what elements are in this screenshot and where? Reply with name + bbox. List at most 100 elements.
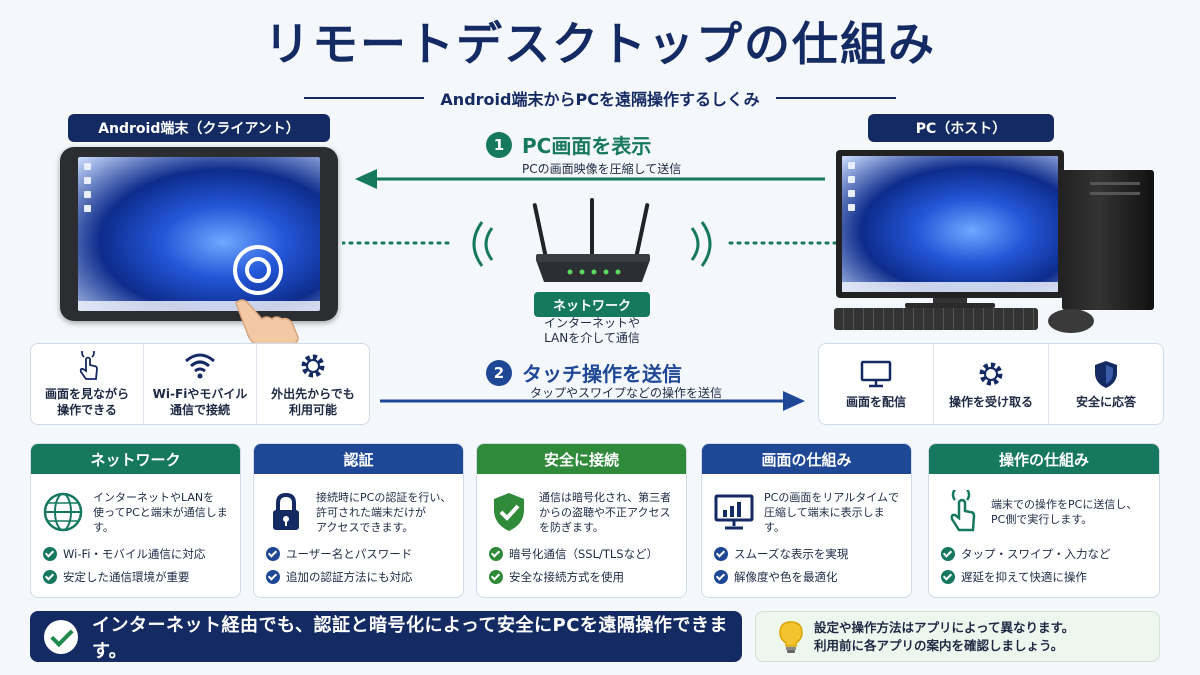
client-feature-remote-text: 外出先からでも 利用可能: [271, 386, 355, 418]
touch-icon: [79, 350, 98, 380]
card-auth-desc-line2: 許可された端末だけが: [316, 505, 426, 519]
tablet-screen: [78, 157, 320, 311]
card-auth-desc: 接続時にPCの認証を行い、 許可された端末だけが アクセスできます。: [316, 490, 451, 535]
lock-icon: [273, 492, 299, 530]
check-icon: [489, 547, 503, 561]
card-secure-title: 安全に接続: [477, 444, 686, 474]
card-screen-desc-line1: PCの画面をリアルタイムで: [764, 490, 899, 504]
network-desc-line2: LANを介して通信: [544, 331, 640, 345]
desktop-icon: [848, 204, 855, 211]
step1-title: 1 PC画面を表示: [486, 130, 651, 159]
signal-wave-left-icon: [472, 221, 494, 267]
card-screen-bullet2: 解像度や色を最適化: [734, 570, 838, 584]
network-desc-line1: インターネットや: [543, 316, 640, 330]
check-icon: [43, 570, 57, 584]
tip-text: 設定や操作方法はアプリによって異なります。 利用前に各アプリの案内を確認しましょ…: [814, 619, 1074, 655]
host-feature-secure-text: 安全に応答: [1075, 394, 1136, 409]
desktop-icon: [848, 176, 855, 183]
monitor-chart-icon: [714, 494, 754, 530]
check-icon: [714, 570, 728, 584]
drive-bay: [1090, 192, 1140, 195]
step2-number: 2: [486, 359, 512, 386]
subtitle-rule-right: [775, 97, 896, 99]
client-label: Android端末（クライアント）: [68, 114, 330, 142]
list-item: スムーズな表示を実現: [714, 546, 901, 562]
card-auth: 認証 接続時にPCの認証を行い、 許可された端末だけが アクセスできます。 ユー…: [253, 443, 464, 598]
pc-monitor: [836, 150, 1064, 298]
card-screen-body: PCの画面をリアルタイムで 圧縮して端末に表示します。: [702, 474, 911, 540]
touch-ripple-outer: [233, 245, 283, 295]
desktop-icon: [84, 205, 91, 212]
client-feature-wifi-line1: Wi-Fiやモバイル: [152, 386, 248, 401]
tip-line2: 利用前に各アプリの案内を確認しましょう。: [814, 637, 1064, 653]
card-auth-desc-line3: アクセスできます。: [316, 520, 414, 534]
gear-icon: [979, 362, 1003, 385]
card-screen-desc: PCの画面をリアルタイムで 圧縮して端末に表示します。: [764, 490, 903, 535]
card-operation-body: 端末での操作をPCに送信し、 PC側で実行します。: [929, 474, 1159, 540]
list-item: Wi-Fi・モバイル通信に対応: [43, 546, 230, 562]
client-feature-wifi-text: Wi-Fiやモバイル 通信で接続: [153, 386, 248, 418]
host-feature-stream-text: 画面を配信: [845, 394, 906, 409]
pc-tower: [1062, 170, 1154, 310]
check-icon: [266, 570, 280, 584]
card-secure-bullets: 暗号化通信（SSL/TLSなど） 安全な接続方式を使用: [477, 540, 686, 585]
card-secure-body: 通信は暗号化され、第三者 からの盗聴や不正アクセス を防ぎます。: [477, 474, 686, 540]
summary-banner: インターネット経由でも、認証と暗号化によって安全にPCを遠隔操作できます。: [30, 611, 742, 662]
host-feature-stream: 画面を配信: [819, 344, 934, 424]
card-network-bullet2: 安定した通信環境が重要: [63, 570, 190, 584]
client-feature-wifi: Wi-Fiやモバイル 通信で接続: [144, 344, 257, 424]
card-network-desc-line1: インターネットやLANを: [93, 490, 215, 504]
drive-bay: [1090, 182, 1140, 185]
android-tablet: [60, 147, 338, 321]
list-item: 解像度や色を最適化: [714, 569, 901, 585]
gear-icon: [301, 354, 325, 377]
card-auth-bullets: ユーザー名とパスワード 追加の認証方法にも対応: [254, 540, 463, 585]
subtitle-row: Android端末からPCを遠隔操作するしくみ: [0, 86, 1200, 110]
card-screen-title: 画面の仕組み: [702, 444, 911, 474]
desktop-icon: [848, 162, 855, 169]
monitor-icon: [860, 360, 892, 387]
host-feature-receive-text: 操作を受け取る: [948, 394, 1033, 409]
dotted-link-right: [728, 241, 842, 245]
card-network-bullet1: Wi-Fi・モバイル通信に対応: [63, 547, 206, 561]
client-feature-view-line1: 画面を見ながら: [44, 386, 129, 401]
page-title: リモートデスクトップの仕組み: [264, 17, 936, 71]
step1-number: 1: [486, 131, 512, 158]
network-desc: インターネットや LANを介して通信: [522, 316, 662, 346]
host-features: 画面を配信 操作を受け取る 安全に応答: [818, 343, 1164, 425]
list-item: 暗号化通信（SSL/TLSなど）: [489, 546, 676, 562]
client-feature-remote: 外出先からでも 利用可能: [257, 344, 369, 424]
monitor-stand: [933, 298, 967, 306]
client-feature-view-text: 画面を見ながら 操作できる: [45, 386, 129, 418]
tip-line1: 設定や操作方法はアプリによって異なります。: [814, 619, 1075, 635]
card-operation-desc: 端末での操作をPCに送信し、 PC側で実行します。: [991, 497, 1137, 527]
check-circle-icon: [44, 619, 78, 654]
check-icon: [489, 570, 503, 584]
check-icon: [714, 547, 728, 561]
desktop-icon: [84, 191, 91, 198]
card-screen-bullets: スムーズな表示を実現 解像度や色を最適化: [702, 540, 911, 585]
list-item: タップ・スワイプ・入力など: [941, 546, 1149, 562]
hand-icon: [235, 299, 299, 347]
step1-desc: PCの画面映像を圧縮して送信: [522, 162, 682, 176]
card-secure-bullet1: 暗号化通信（SSL/TLSなど）: [509, 547, 659, 561]
card-auth-title: 認証: [254, 444, 463, 474]
check-icon: [43, 547, 57, 561]
card-screen: 画面の仕組み PCの画面をリアルタイムで 圧縮して端末に表示します。 スムーズな…: [701, 443, 912, 598]
card-screen-bullet1: スムーズな表示を実現: [734, 547, 849, 561]
arrow-screen-transfer: [355, 169, 825, 189]
network-label: ネットワーク: [534, 292, 650, 317]
host-feature-receive: 操作を受け取る: [934, 344, 1049, 424]
step2-title: 2 タッチ操作を送信: [486, 358, 682, 387]
pc-taskbar: [842, 282, 1058, 292]
desktop-icon: [848, 190, 855, 197]
check-icon: [941, 570, 955, 584]
card-secure-desc-line1: 通信は暗号化され、第三者: [539, 490, 672, 504]
list-item: 遅延を抑えて快適に操作: [941, 569, 1149, 585]
card-secure-desc-line3: を防ぎます。: [539, 520, 604, 534]
card-operation: 操作の仕組み 端末での操作をPCに送信し、 PC側で実行します。 タップ・スワイ…: [928, 443, 1160, 598]
step2-desc: タップやスワイプなどの操作を送信: [530, 386, 723, 400]
card-operation-bullet2: 遅延を抑えて快適に操作: [961, 570, 1087, 584]
card-secure-bullet2: 安全な接続方式を使用: [509, 570, 624, 584]
mouse: [1048, 309, 1094, 333]
